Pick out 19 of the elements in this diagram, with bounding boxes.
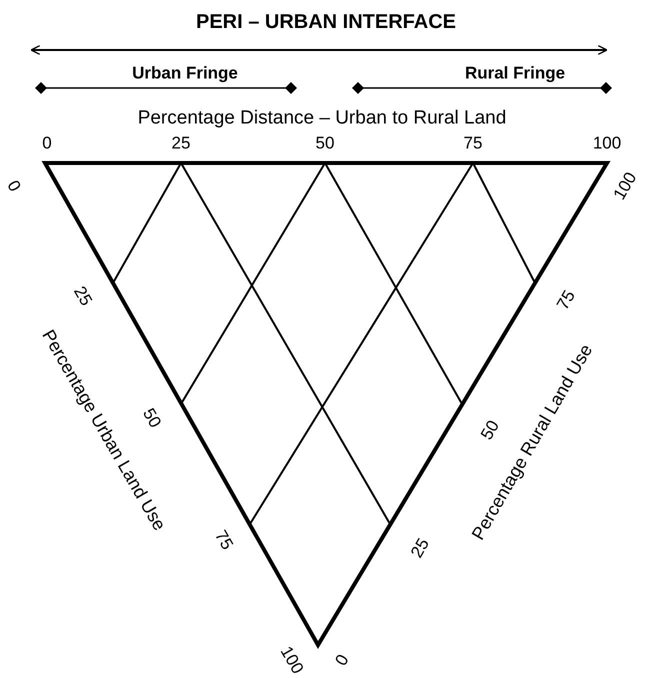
axis-title: Percentage Distance – Urban to Rural Land <box>138 108 506 128</box>
range-label: Rural Fringe <box>464 64 566 82</box>
tick-label: 50 <box>478 418 502 442</box>
tick-label: 75 <box>464 134 482 152</box>
tick-label: 0 <box>4 178 24 194</box>
tick-label: 25 <box>70 284 96 308</box>
tick-label: 25 <box>408 536 432 560</box>
tick-label: 75 <box>554 288 578 312</box>
tick-label: 25 <box>172 134 190 152</box>
tick-label: 75 <box>212 528 236 552</box>
tick-label: 50 <box>316 134 334 152</box>
tick-label: 100 <box>278 643 306 677</box>
tick-label: 50 <box>140 406 164 430</box>
tick-label: 0 <box>332 652 352 668</box>
tick-label: 100 <box>592 134 622 152</box>
tick-label: 100 <box>610 169 640 203</box>
tick-label: 0 <box>42 134 52 152</box>
title: PERI – URBAN INTERFACE <box>196 12 456 32</box>
range-label: Urban Fringe <box>132 64 238 82</box>
